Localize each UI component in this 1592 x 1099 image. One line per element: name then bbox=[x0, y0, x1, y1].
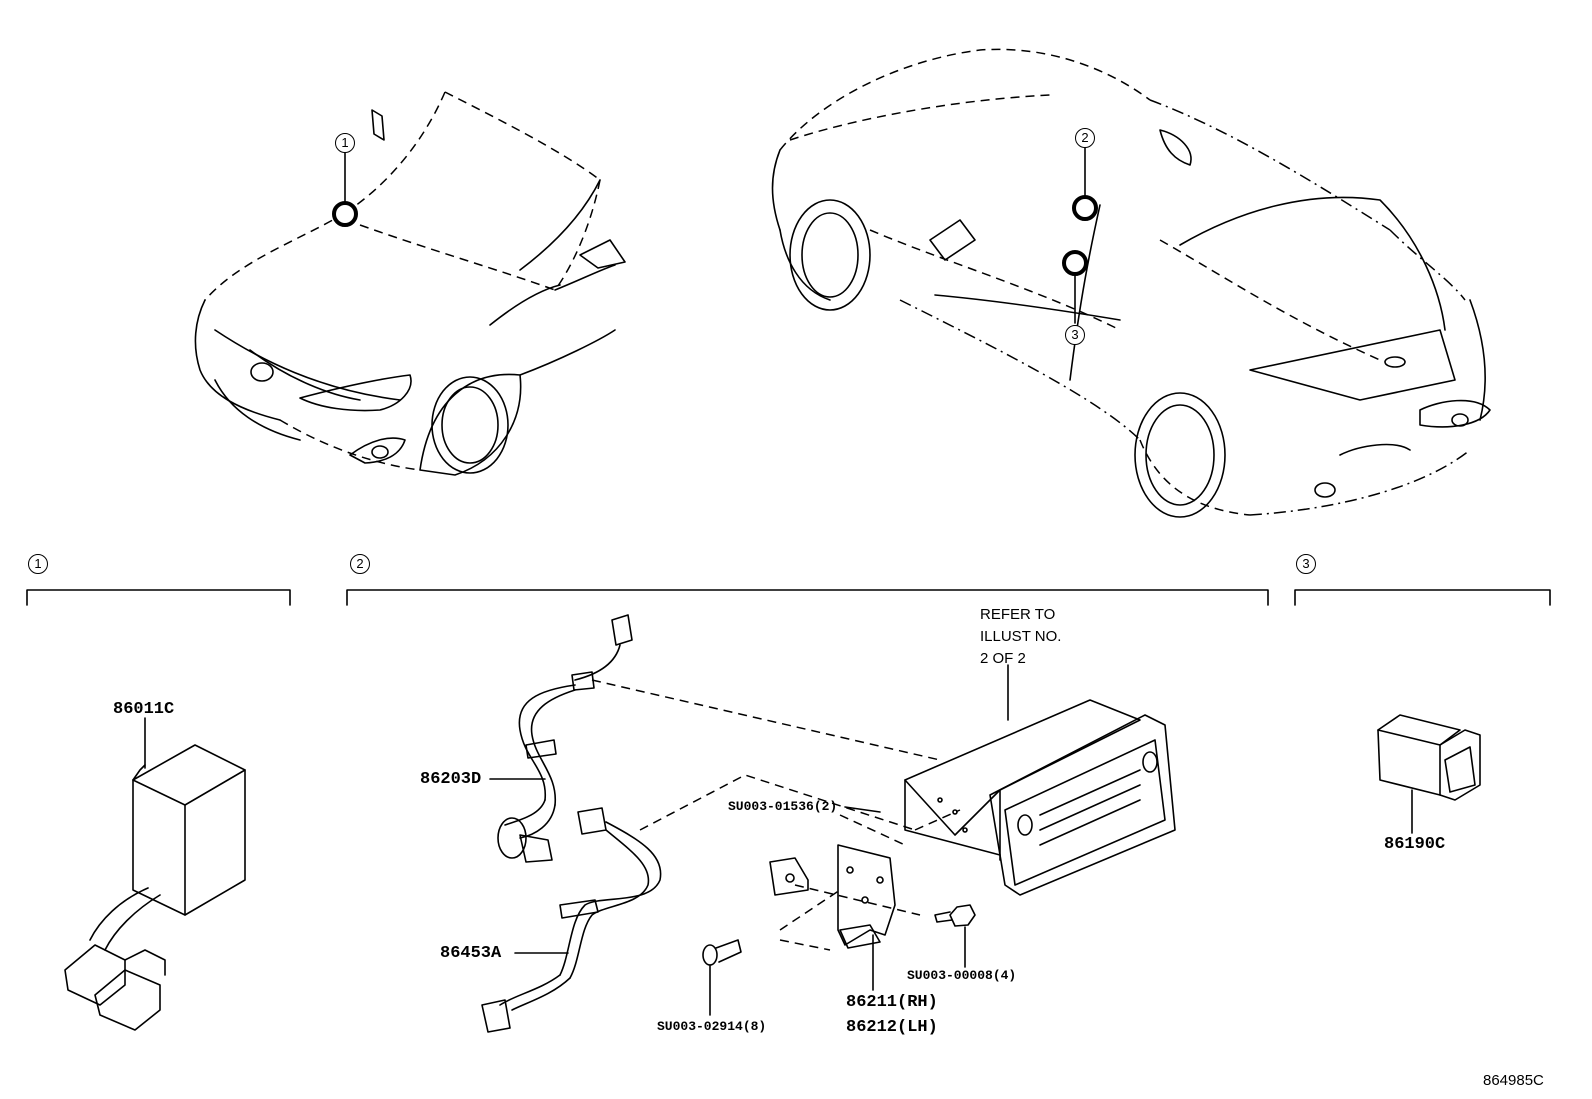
leader-su003-01536 bbox=[844, 806, 881, 813]
part-label-86203d[interactable]: 86203D bbox=[420, 770, 482, 789]
rear-car-illustration bbox=[771, 48, 1491, 518]
section-bracket-2 bbox=[346, 589, 1269, 606]
part-label-su003-02914[interactable]: SU003-02914(8) bbox=[657, 1019, 767, 1034]
radio-unit-drawing bbox=[904, 699, 1176, 896]
callout-3: 3 bbox=[1065, 325, 1085, 345]
section-marker-3: 3 bbox=[1296, 554, 1316, 574]
location-marker-1 bbox=[332, 201, 358, 227]
part-label-su003-01536[interactable]: SU003-01536(2) bbox=[728, 799, 838, 814]
callout-1: 1 bbox=[335, 133, 355, 153]
bracket-86211-86212-drawing bbox=[769, 809, 961, 951]
refer-note-line-3: 2 OF 2 bbox=[980, 650, 1026, 667]
section-bracket-1 bbox=[26, 589, 291, 606]
part-label-86011c[interactable]: 86011C bbox=[113, 700, 175, 719]
part-label-86453a[interactable]: 86453A bbox=[440, 944, 502, 963]
part-label-86190c[interactable]: 86190C bbox=[1384, 835, 1446, 854]
dashed-guide-86203d bbox=[591, 679, 941, 761]
part-label-86211-rh[interactable]: 86211(RH) bbox=[846, 993, 938, 1012]
part-86203d-drawing bbox=[497, 614, 633, 863]
part-86453a-drawing bbox=[481, 807, 662, 1033]
part-86011c-drawing bbox=[64, 744, 246, 1031]
section-marker-1: 1 bbox=[28, 554, 48, 574]
refer-note-line-2: ILLUST NO. bbox=[980, 628, 1062, 645]
callout-2: 2 bbox=[1075, 128, 1095, 148]
front-car-illustration bbox=[194, 91, 626, 476]
screw-su003-02914 bbox=[702, 939, 742, 966]
refer-note-line-1: REFER TO bbox=[980, 606, 1056, 623]
part-86190c-drawing bbox=[1377, 714, 1481, 801]
part-label-86212-lh[interactable]: 86212(LH) bbox=[846, 1018, 938, 1037]
section-marker-2: 2 bbox=[350, 554, 370, 574]
section-bracket-3 bbox=[1294, 589, 1551, 606]
location-marker-2 bbox=[1072, 195, 1098, 221]
illustration-id: 864985C bbox=[1483, 1072, 1544, 1089]
location-marker-3 bbox=[1062, 250, 1088, 276]
bolt-su003-00008 bbox=[934, 904, 976, 927]
part-label-su003-00008[interactable]: SU003-00008(4) bbox=[907, 968, 1017, 983]
